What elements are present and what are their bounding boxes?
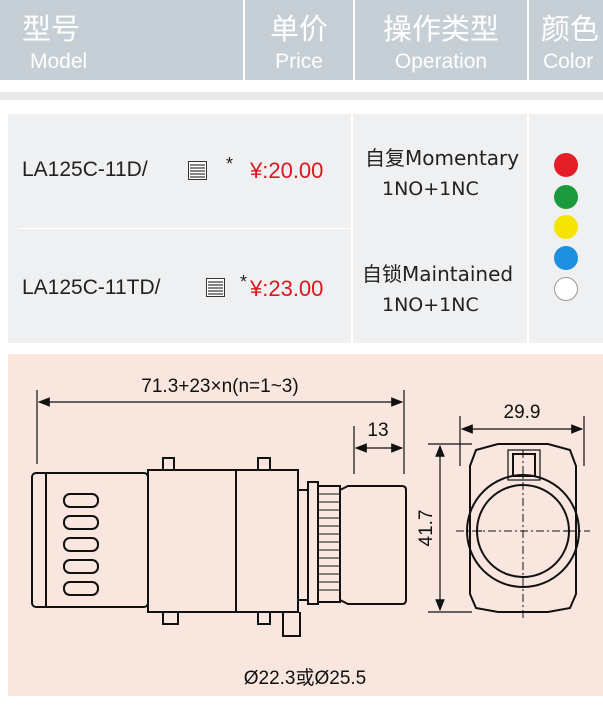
header-model: 型号 Model — [0, 0, 243, 80]
grid-icon — [206, 278, 225, 297]
header-operation: 操作类型 Operation — [355, 0, 527, 80]
header-operation-zh: 操作类型 — [382, 12, 499, 46]
row-divider — [18, 228, 351, 229]
dimension-width-label: 29.9 — [504, 402, 541, 423]
header-underline — [0, 92, 603, 100]
product-asterisk: * — [240, 272, 248, 292]
color-swatch-white — [554, 277, 578, 301]
header-divider — [353, 0, 355, 80]
operation-type: 自锁Maintained — [362, 262, 514, 286]
center-lines — [456, 450, 590, 620]
dimension-diameter-label: Ø22.3或Ø25.5 — [244, 667, 367, 689]
header-model-en: Model — [30, 50, 88, 73]
header-operation-en: Operation — [394, 50, 488, 73]
table-header: 型号 Model 单价 Price 操作类型 Operation 颜色 Colo… — [0, 0, 603, 80]
contact-config: 1NO+1NC — [382, 178, 479, 200]
header-price: 单价 Price — [245, 0, 353, 80]
header-model-zh: 型号 — [22, 12, 81, 46]
contact-config: 1NO+1NC — [382, 294, 479, 316]
color-swatch-green — [554, 185, 578, 209]
operation-type: 自复Momentary — [365, 146, 520, 170]
header-divider — [527, 0, 529, 80]
product-asterisk: * — [226, 154, 234, 174]
column-divider — [527, 114, 529, 343]
color-swatch-blue — [554, 246, 578, 270]
side-view — [31, 457, 407, 637]
product-price: ¥:23.00 — [250, 276, 324, 301]
header-color-en: Color — [543, 50, 594, 73]
dimension-drawing: 71.3+23×n(n=1~3) 13 — [8, 354, 603, 696]
color-swatch-yellow — [554, 215, 578, 239]
product-table: LA125C-11D/ * ¥:20.00 自复Momentary 1NO+1N… — [8, 114, 603, 343]
header-color: 颜色 Color — [529, 0, 603, 80]
product-model: LA125C-11D/ — [22, 158, 148, 181]
color-swatch-red — [554, 153, 578, 177]
header-price-en: Price — [275, 50, 323, 73]
technical-drawing-svg: 71.3+23×n(n=1~3) 13 — [31, 376, 590, 689]
dimension-length-label: 71.3+23×n(n=1~3) — [141, 376, 298, 397]
dimension-height-label: 41.7 — [416, 510, 437, 547]
product-model: LA125C-11TD/ — [22, 276, 161, 299]
header-color-zh: 颜色 — [541, 12, 600, 46]
column-divider — [351, 114, 353, 343]
dimension-13-label: 13 — [367, 420, 388, 441]
grid-icon — [188, 161, 207, 180]
product-price: ¥:20.00 — [250, 158, 324, 183]
header-divider — [243, 0, 245, 80]
header-price-zh: 单价 — [269, 12, 328, 46]
